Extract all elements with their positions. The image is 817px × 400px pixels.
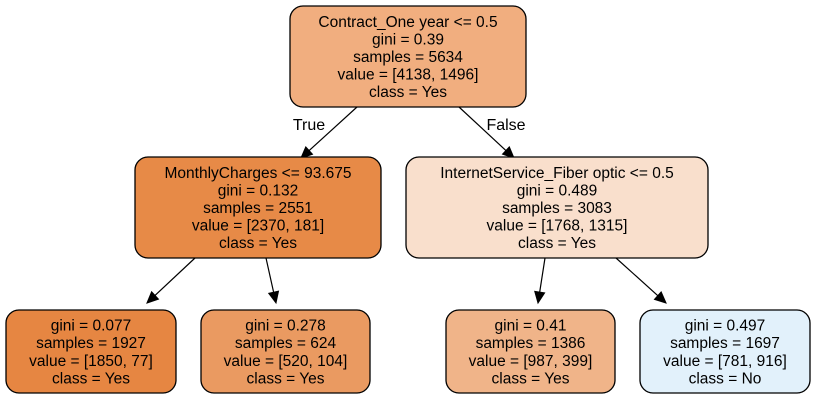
node-text-line: class = Yes [492, 370, 570, 387]
node-box [5, 309, 177, 394]
node-text-line: value = [4138, 1496] [338, 67, 479, 84]
node-text-line: samples = 1927 [36, 335, 146, 352]
edge-line [154, 257, 196, 296]
node-text-line: samples = 1386 [476, 335, 586, 352]
node-text-line: class = No [689, 370, 762, 387]
node-text-line: value = [1768, 1315] [487, 218, 628, 235]
node-text-line: value = [2370, 181] [192, 218, 324, 235]
edge-root-to-left: True [293, 106, 358, 159]
edge-root-to-right: False [458, 106, 526, 159]
node-text-line: value = [781, 916] [663, 353, 787, 370]
node-box [405, 156, 709, 259]
edge-arrowhead [501, 145, 515, 159]
node-text-line: gini = 0.278 [245, 318, 326, 335]
node-text-line: class = Yes [247, 370, 325, 387]
node-text-line: samples = 2551 [203, 200, 313, 217]
node-text-line: gini = 0.489 [517, 182, 598, 199]
node-box [639, 309, 811, 394]
edge-line [615, 257, 659, 297]
node-text-line: value = [1850, 77] [29, 353, 153, 370]
edge-arrowhead [653, 291, 667, 304]
node-box [200, 309, 371, 394]
node-text-line: gini = 0.39 [372, 31, 444, 48]
edge-label-true: True [293, 117, 325, 134]
node-text-line: samples = 624 [235, 335, 337, 352]
node-text-line: gini = 0.41 [495, 318, 567, 335]
edge-arrowhead [146, 290, 160, 304]
node-text-line: class = Yes [518, 235, 596, 252]
edge-arrowhead [534, 290, 546, 305]
edge-arrowhead [300, 145, 314, 159]
edge-right-to-right-left [534, 257, 546, 305]
node-text-line: gini = 0.077 [51, 318, 132, 335]
edge-left-to-left-right [265, 257, 280, 305]
node-text-line: samples = 1697 [670, 335, 780, 352]
node-box [445, 309, 616, 394]
edge-line [539, 257, 546, 293]
edge-arrowhead [267, 290, 280, 305]
node-box [289, 5, 527, 108]
node-text-line: value = [520, 104] [224, 353, 348, 370]
node-box [134, 156, 382, 259]
edge-right-to-right-right [615, 257, 667, 304]
edge-line [458, 106, 507, 151]
node-text-line: gini = 0.132 [218, 182, 299, 199]
node-text-line: InternetService_Fiber optic <= 0.5 [440, 165, 674, 182]
node-text-line: class = Yes [52, 370, 130, 387]
node-text-line: Contract_One year <= 0.5 [318, 14, 497, 31]
edge-label-false: False [486, 117, 525, 134]
tree-edges: True False [146, 106, 667, 305]
node-text-line: value = [987, 399] [469, 353, 593, 370]
node-text-line: samples = 5634 [353, 49, 463, 66]
node-text-line: samples = 3083 [502, 200, 612, 217]
node-text-line: class = Yes [369, 84, 447, 101]
edge-left-to-left-left [146, 257, 196, 304]
edge-line [265, 257, 275, 293]
node-text-line: MonthlyCharges <= 93.675 [165, 165, 352, 182]
node-text-line: gini = 0.497 [685, 318, 766, 335]
node-text-line: class = Yes [219, 235, 297, 252]
edge-line [308, 106, 358, 152]
